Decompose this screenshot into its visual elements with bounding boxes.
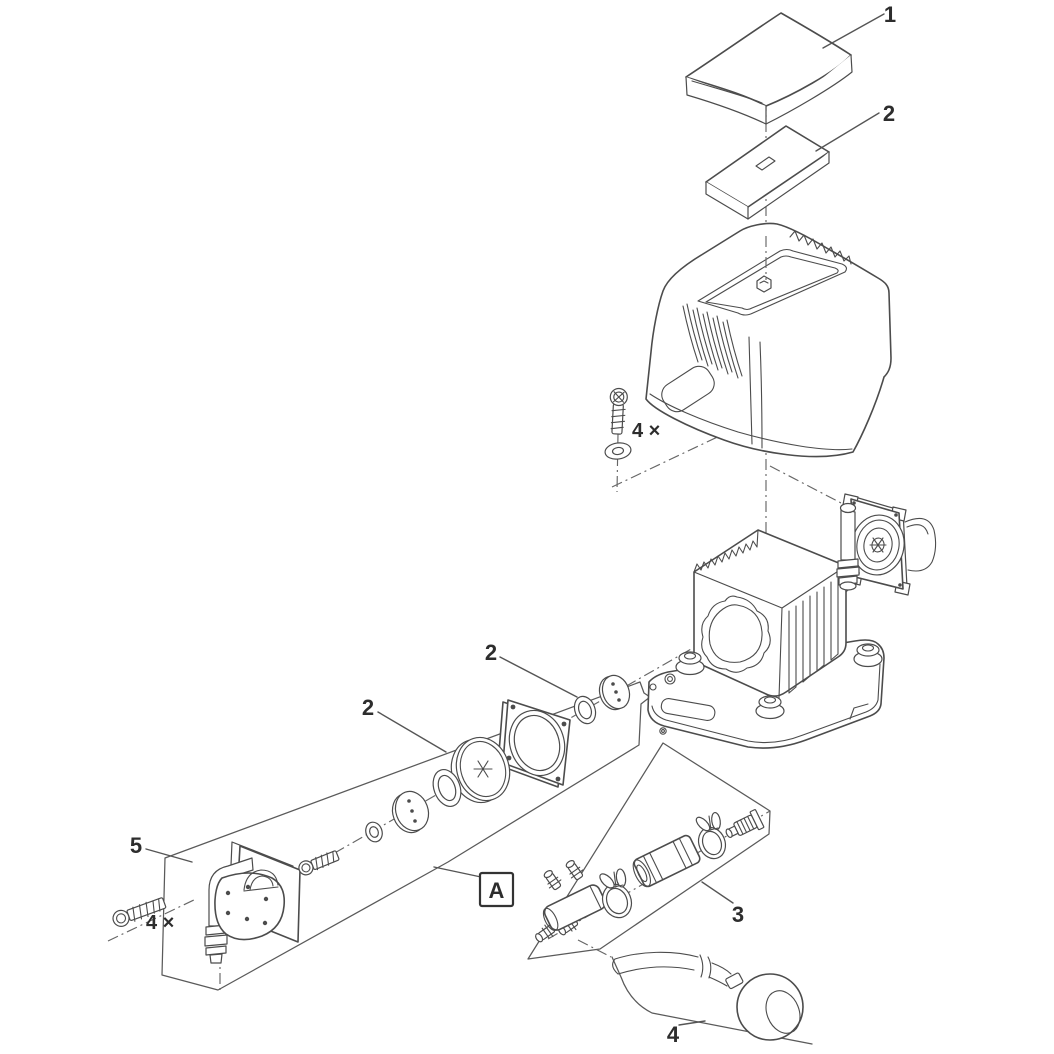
callout-2-right: 2 [485, 640, 497, 665]
hose-assembly [535, 809, 765, 943]
screw-top [609, 387, 628, 435]
diaphragm-chain [365, 674, 631, 843]
screw-qty-top: 4 × [632, 420, 660, 442]
foam-plate [705, 125, 830, 220]
region-4-outline [611, 956, 813, 1045]
callouts: 1 2 4 × 2 2 5 4 × A 3 4 [130, 2, 896, 1047]
housing-hood [645, 222, 892, 458]
callout-4: 4 [667, 1022, 680, 1047]
callout-1: 1 [884, 2, 896, 27]
pump-head-left [204, 841, 301, 964]
rubber-feet [675, 643, 883, 720]
detail-a-box [478, 871, 515, 908]
callout-5: 5 [130, 833, 142, 858]
screw-bottom-left [112, 897, 167, 927]
air-hose-and-ball [612, 951, 804, 1041]
washer-top [604, 442, 632, 460]
cover-lid [685, 12, 853, 125]
screw-qty-bottom: 4 × [146, 912, 174, 934]
callout-2-left: 2 [362, 695, 374, 720]
screw-chain [298, 850, 340, 876]
pump-head-right [836, 493, 937, 596]
hose-coupling [632, 834, 701, 888]
detail-a-label: A [489, 878, 505, 903]
callout-3: 3 [732, 902, 744, 927]
hose-clamp-2 [695, 811, 727, 860]
hose-clamp-1 [599, 868, 633, 919]
hose-nipple [725, 809, 765, 838]
callout-2-top: 2 [883, 101, 895, 126]
